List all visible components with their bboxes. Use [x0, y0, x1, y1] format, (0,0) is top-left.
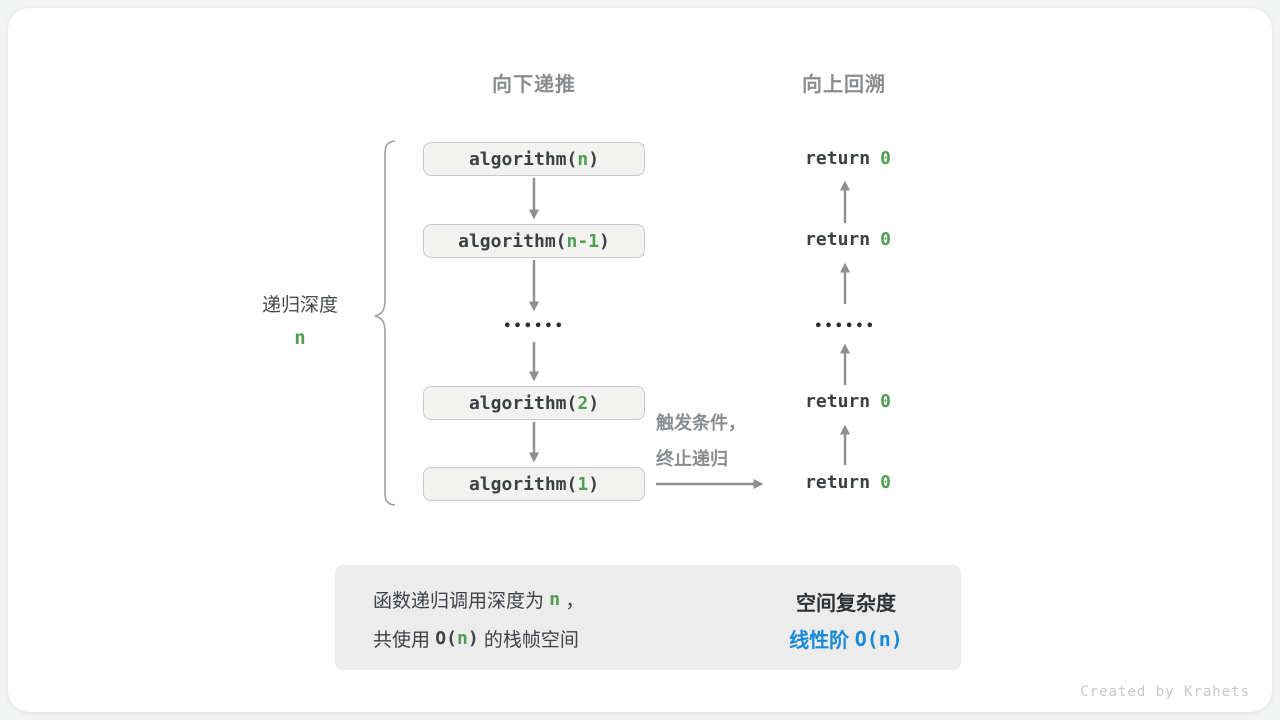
call-close: )	[588, 473, 600, 495]
call-box-algorithm-1: algorithm(1)	[423, 467, 645, 501]
depth-label-value: n	[294, 327, 306, 349]
space-complexity-title: 空间复杂度	[796, 593, 896, 615]
recursion-depth-label: 递归深度 n	[246, 290, 354, 349]
depth-brace	[374, 140, 396, 506]
space-complexity-value: 线性阶 O(n)	[756, 624, 936, 653]
ellipsis-left: ••••••	[503, 319, 565, 334]
call-close: )	[588, 392, 600, 414]
summary-text: ，	[560, 590, 585, 612]
summary-text: 共使用	[373, 629, 436, 651]
call-arg: n-1	[566, 230, 600, 252]
summary-text: 函数递归调用深度为	[373, 590, 550, 612]
return-keyword: return	[805, 471, 871, 493]
return-statement-1: return 0	[778, 146, 918, 170]
summary-big-o-close: )	[467, 627, 479, 649]
return-value: 0	[880, 471, 891, 493]
call-arg: 1	[577, 473, 589, 495]
summary-text: 的栈帧空间	[478, 629, 579, 651]
return-keyword: return	[805, 228, 871, 250]
return-statement-2: return 0	[778, 227, 918, 251]
summary-n-highlight: n	[456, 627, 468, 649]
summary-panel	[335, 565, 961, 670]
return-statement-4: return 0	[778, 470, 918, 494]
return-keyword: return	[805, 390, 871, 412]
call-close: )	[599, 230, 610, 252]
call-close: )	[588, 148, 600, 170]
return-value: 0	[880, 228, 891, 250]
complexity-order-text: 线性阶	[789, 630, 855, 652]
call-box-algorithm-n: algorithm(n)	[423, 142, 645, 176]
call-fn: algorithm(	[458, 230, 567, 252]
return-value: 0	[880, 390, 891, 412]
call-box-algorithm-2: algorithm(2)	[423, 386, 645, 420]
return-value: 0	[880, 147, 891, 169]
header-downward-recursion: 向下递推	[492, 74, 576, 96]
summary-n-highlight: n	[549, 588, 561, 610]
complexity-big-o: O(n)	[854, 626, 903, 651]
ellipsis-right: ••••••	[814, 319, 876, 334]
base-case-label-line1: 触发条件，	[656, 413, 746, 433]
return-statement-3: return 0	[778, 389, 918, 413]
call-fn: algorithm(	[468, 148, 578, 170]
return-keyword: return	[805, 147, 871, 169]
call-fn: algorithm(	[468, 473, 578, 495]
summary-line-1: 函数递归调用深度为 n ，	[373, 586, 584, 612]
watermark-credit: Created by Krahets	[1080, 684, 1250, 700]
summary-line-2: 共使用 O(n) 的栈帧空间	[373, 625, 579, 651]
summary-big-o-open: O(	[435, 627, 457, 649]
base-case-label-line2: 终止递归	[656, 449, 728, 469]
depth-label-text: 递归深度	[261, 295, 338, 316]
diagram-card: 向下递推 向上回溯 algorithm(n) algorithm(n-1) ••…	[8, 8, 1272, 712]
call-arg: 2	[577, 392, 589, 414]
call-arg: n	[577, 148, 589, 170]
call-fn: algorithm(	[468, 392, 578, 414]
call-box-algorithm-n-1: algorithm(n-1)	[423, 224, 645, 258]
header-upward-backtracking: 向上回溯	[802, 74, 886, 96]
